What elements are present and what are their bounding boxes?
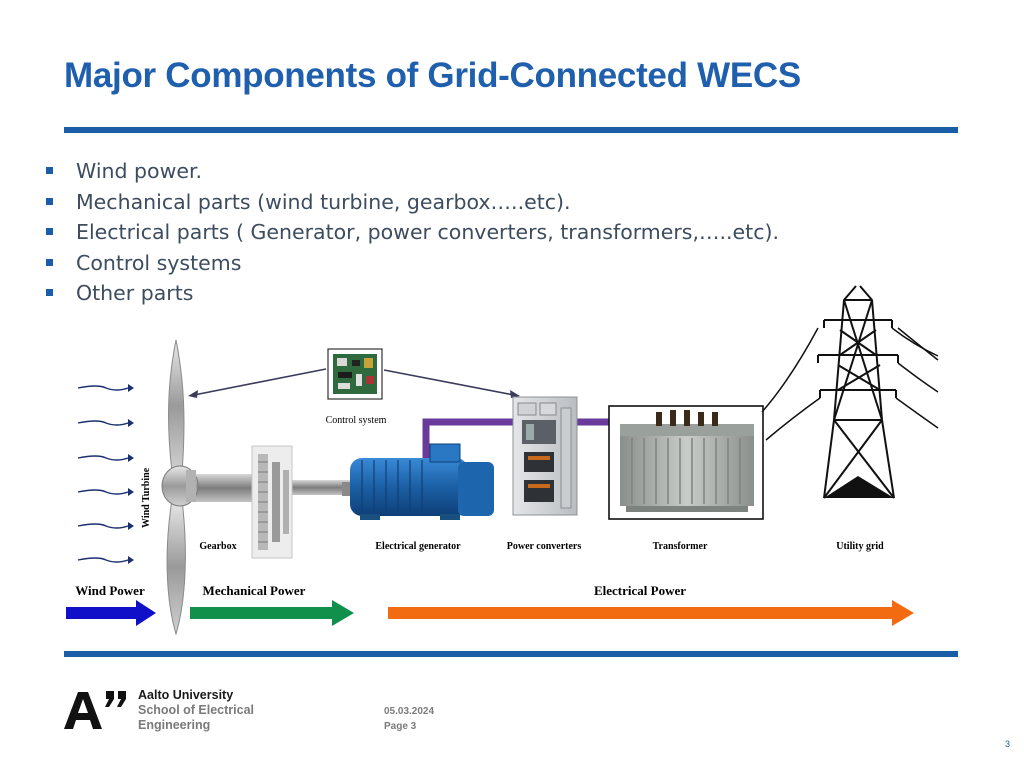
wind-stream [77, 420, 129, 426]
slide-title: Major Components of Grid-Connected WECS [64, 56, 801, 95]
wind-power-arrow [66, 600, 156, 626]
control-links [188, 368, 520, 398]
wind-streams [77, 385, 129, 563]
wind-stream [77, 523, 129, 529]
bullet-square-icon [46, 258, 53, 266]
electrical-generator [342, 443, 494, 520]
university-block: Aalto University School of Electrical En… [138, 688, 254, 733]
bullet-list: Wind power. Mechanical parts (wind turbi… [44, 156, 779, 309]
wind-turbine-rotor [161, 339, 199, 636]
wind-stream [77, 455, 129, 461]
high-speed-shaft [290, 480, 350, 495]
bullet-square-icon [46, 197, 53, 205]
power-converters-cabinet [512, 396, 578, 516]
bullet-square-icon [46, 228, 53, 235]
control-system-label: Control system [326, 415, 387, 426]
footer-divider [64, 651, 958, 657]
electrical-power-label: Electrical Power [594, 583, 686, 598]
transformer [608, 405, 764, 520]
control-system-board [327, 348, 383, 400]
gearbox [251, 445, 293, 559]
mechanical-power-arrow [190, 600, 354, 626]
school-name-line1: School of Electrical [138, 703, 255, 717]
bullet-item: Wind power. [44, 156, 779, 187]
wind-stream [77, 385, 129, 391]
gearbox-label: Gearbox [199, 541, 236, 552]
header-divider [64, 127, 958, 133]
slide-date: 05.03.2024 [384, 706, 435, 717]
electrical-generator-label: Electrical generator [375, 541, 461, 552]
bullet-square-icon [46, 289, 53, 296]
slide-number: 3 [1005, 739, 1011, 749]
university-name: Aalto University [138, 688, 234, 702]
wind-power-label: Wind Power [75, 583, 145, 598]
bullet-text: Other parts [76, 281, 194, 305]
transmission-pylon [817, 285, 899, 499]
bullet-text: Control systems [76, 250, 242, 275]
bullet-text: Wind power. [76, 159, 203, 183]
bullet-item: Other parts [44, 278, 779, 309]
low-speed-shaft [190, 474, 252, 502]
utility-grid-label: Utility grid [836, 541, 884, 552]
school-name-line2: Engineering [138, 718, 211, 732]
date-page-block: 05.03.2024 Page 3 [384, 704, 434, 734]
bullet-item: Electrical parts ( Generator, power conv… [44, 217, 779, 248]
transformer-label: Transformer [653, 541, 708, 552]
bullet-item: Control systems [44, 248, 779, 279]
aalto-logo [64, 691, 126, 729]
bullet-text: Electrical parts ( Generator, power conv… [76, 220, 779, 244]
bullet-item: Mechanical parts (wind turbine, gearbox…… [44, 187, 779, 218]
mechanical-power-label: Mechanical Power [203, 583, 306, 598]
wind-stream [77, 489, 129, 495]
power-lines [761, 327, 939, 441]
electrical-power-arrow [388, 600, 914, 626]
bullet-square-icon [46, 167, 53, 174]
pylon-base [824, 476, 894, 498]
wind-stream [77, 557, 129, 563]
wind-turbine-label: Wind Turbine [141, 467, 152, 528]
power-converters-label: Power converters [507, 541, 582, 552]
power-link-line [422, 418, 612, 462]
wind-stream-arrowheads [128, 384, 134, 564]
bullet-text: Mechanical parts (wind turbine, gearbox…… [76, 189, 571, 214]
page-label: Page 3 [384, 721, 417, 732]
